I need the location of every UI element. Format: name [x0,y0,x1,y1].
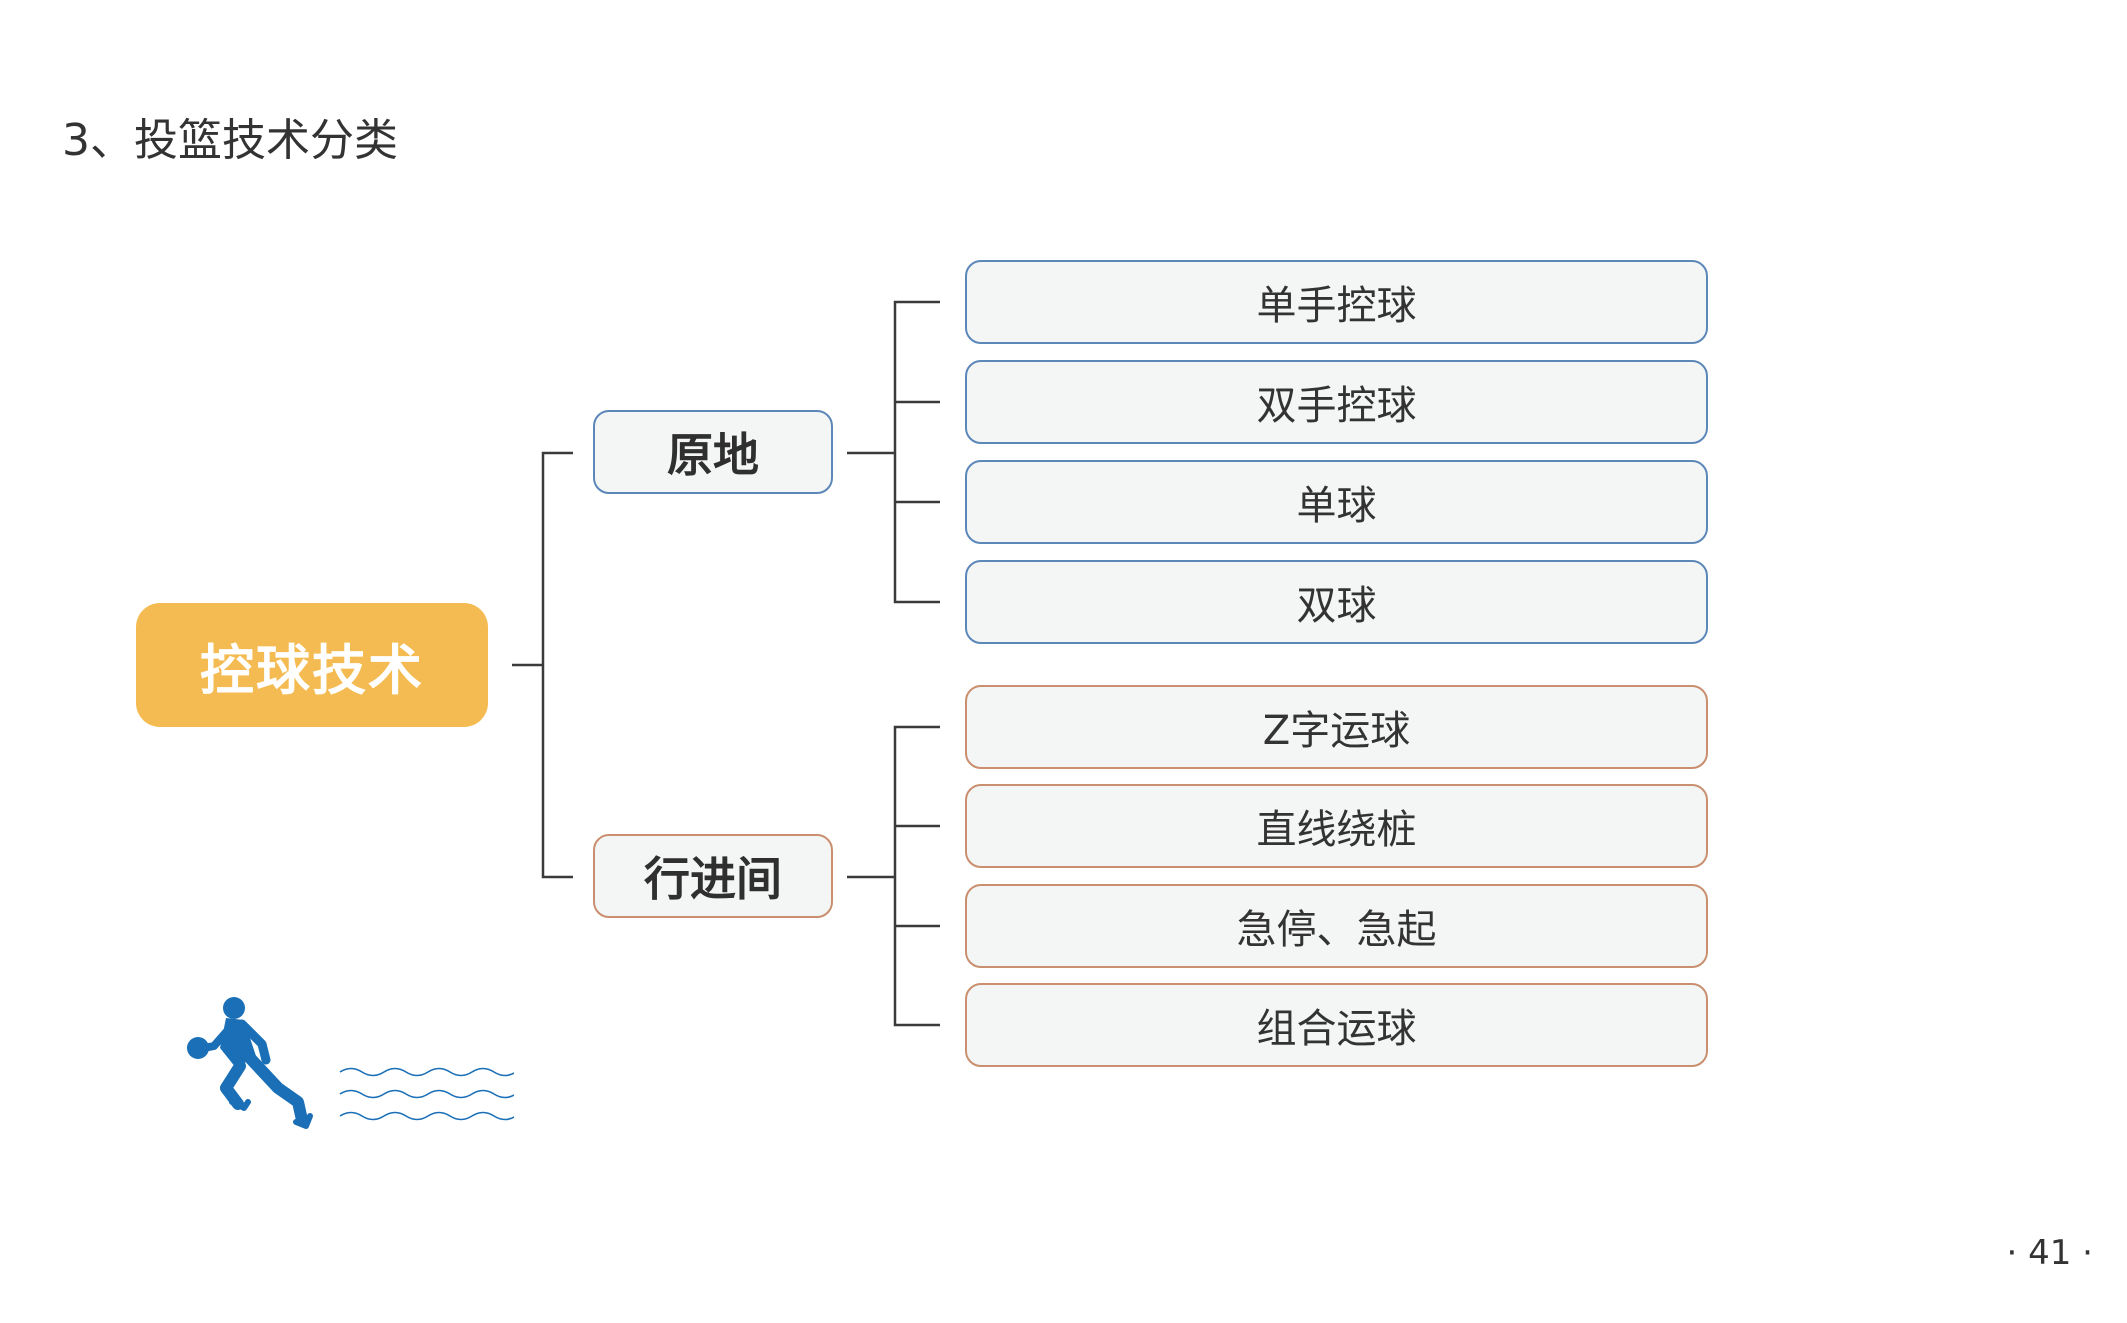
leaf-node: 组合运球 [965,983,1708,1067]
root-bracket [541,451,573,879]
basketball-dribbler-silhouette-icon [187,997,313,1129]
leaf-node: 直线绕桩 [965,784,1708,868]
leaf-node: 单手控球 [965,260,1708,344]
leaf-node: 双手控球 [965,360,1708,444]
leaf-node: 单球 [965,460,1708,544]
wave-lines-icon [339,1067,514,1121]
page-number: · 41 · [2006,1233,2094,1273]
branch-2-bracket [893,725,940,1027]
branch-1-bracket [893,300,940,604]
leaf-node: Z字运球 [965,685,1708,769]
leaf-node: 双球 [965,560,1708,644]
branch-node-1: 原地 [593,410,833,494]
branch-node-2: 行进间 [593,834,833,918]
leaf-node: 急停、急起 [965,884,1708,968]
page-title: 3、投篮技术分类 [62,115,398,166]
root-node: 控球技术 [136,603,488,727]
